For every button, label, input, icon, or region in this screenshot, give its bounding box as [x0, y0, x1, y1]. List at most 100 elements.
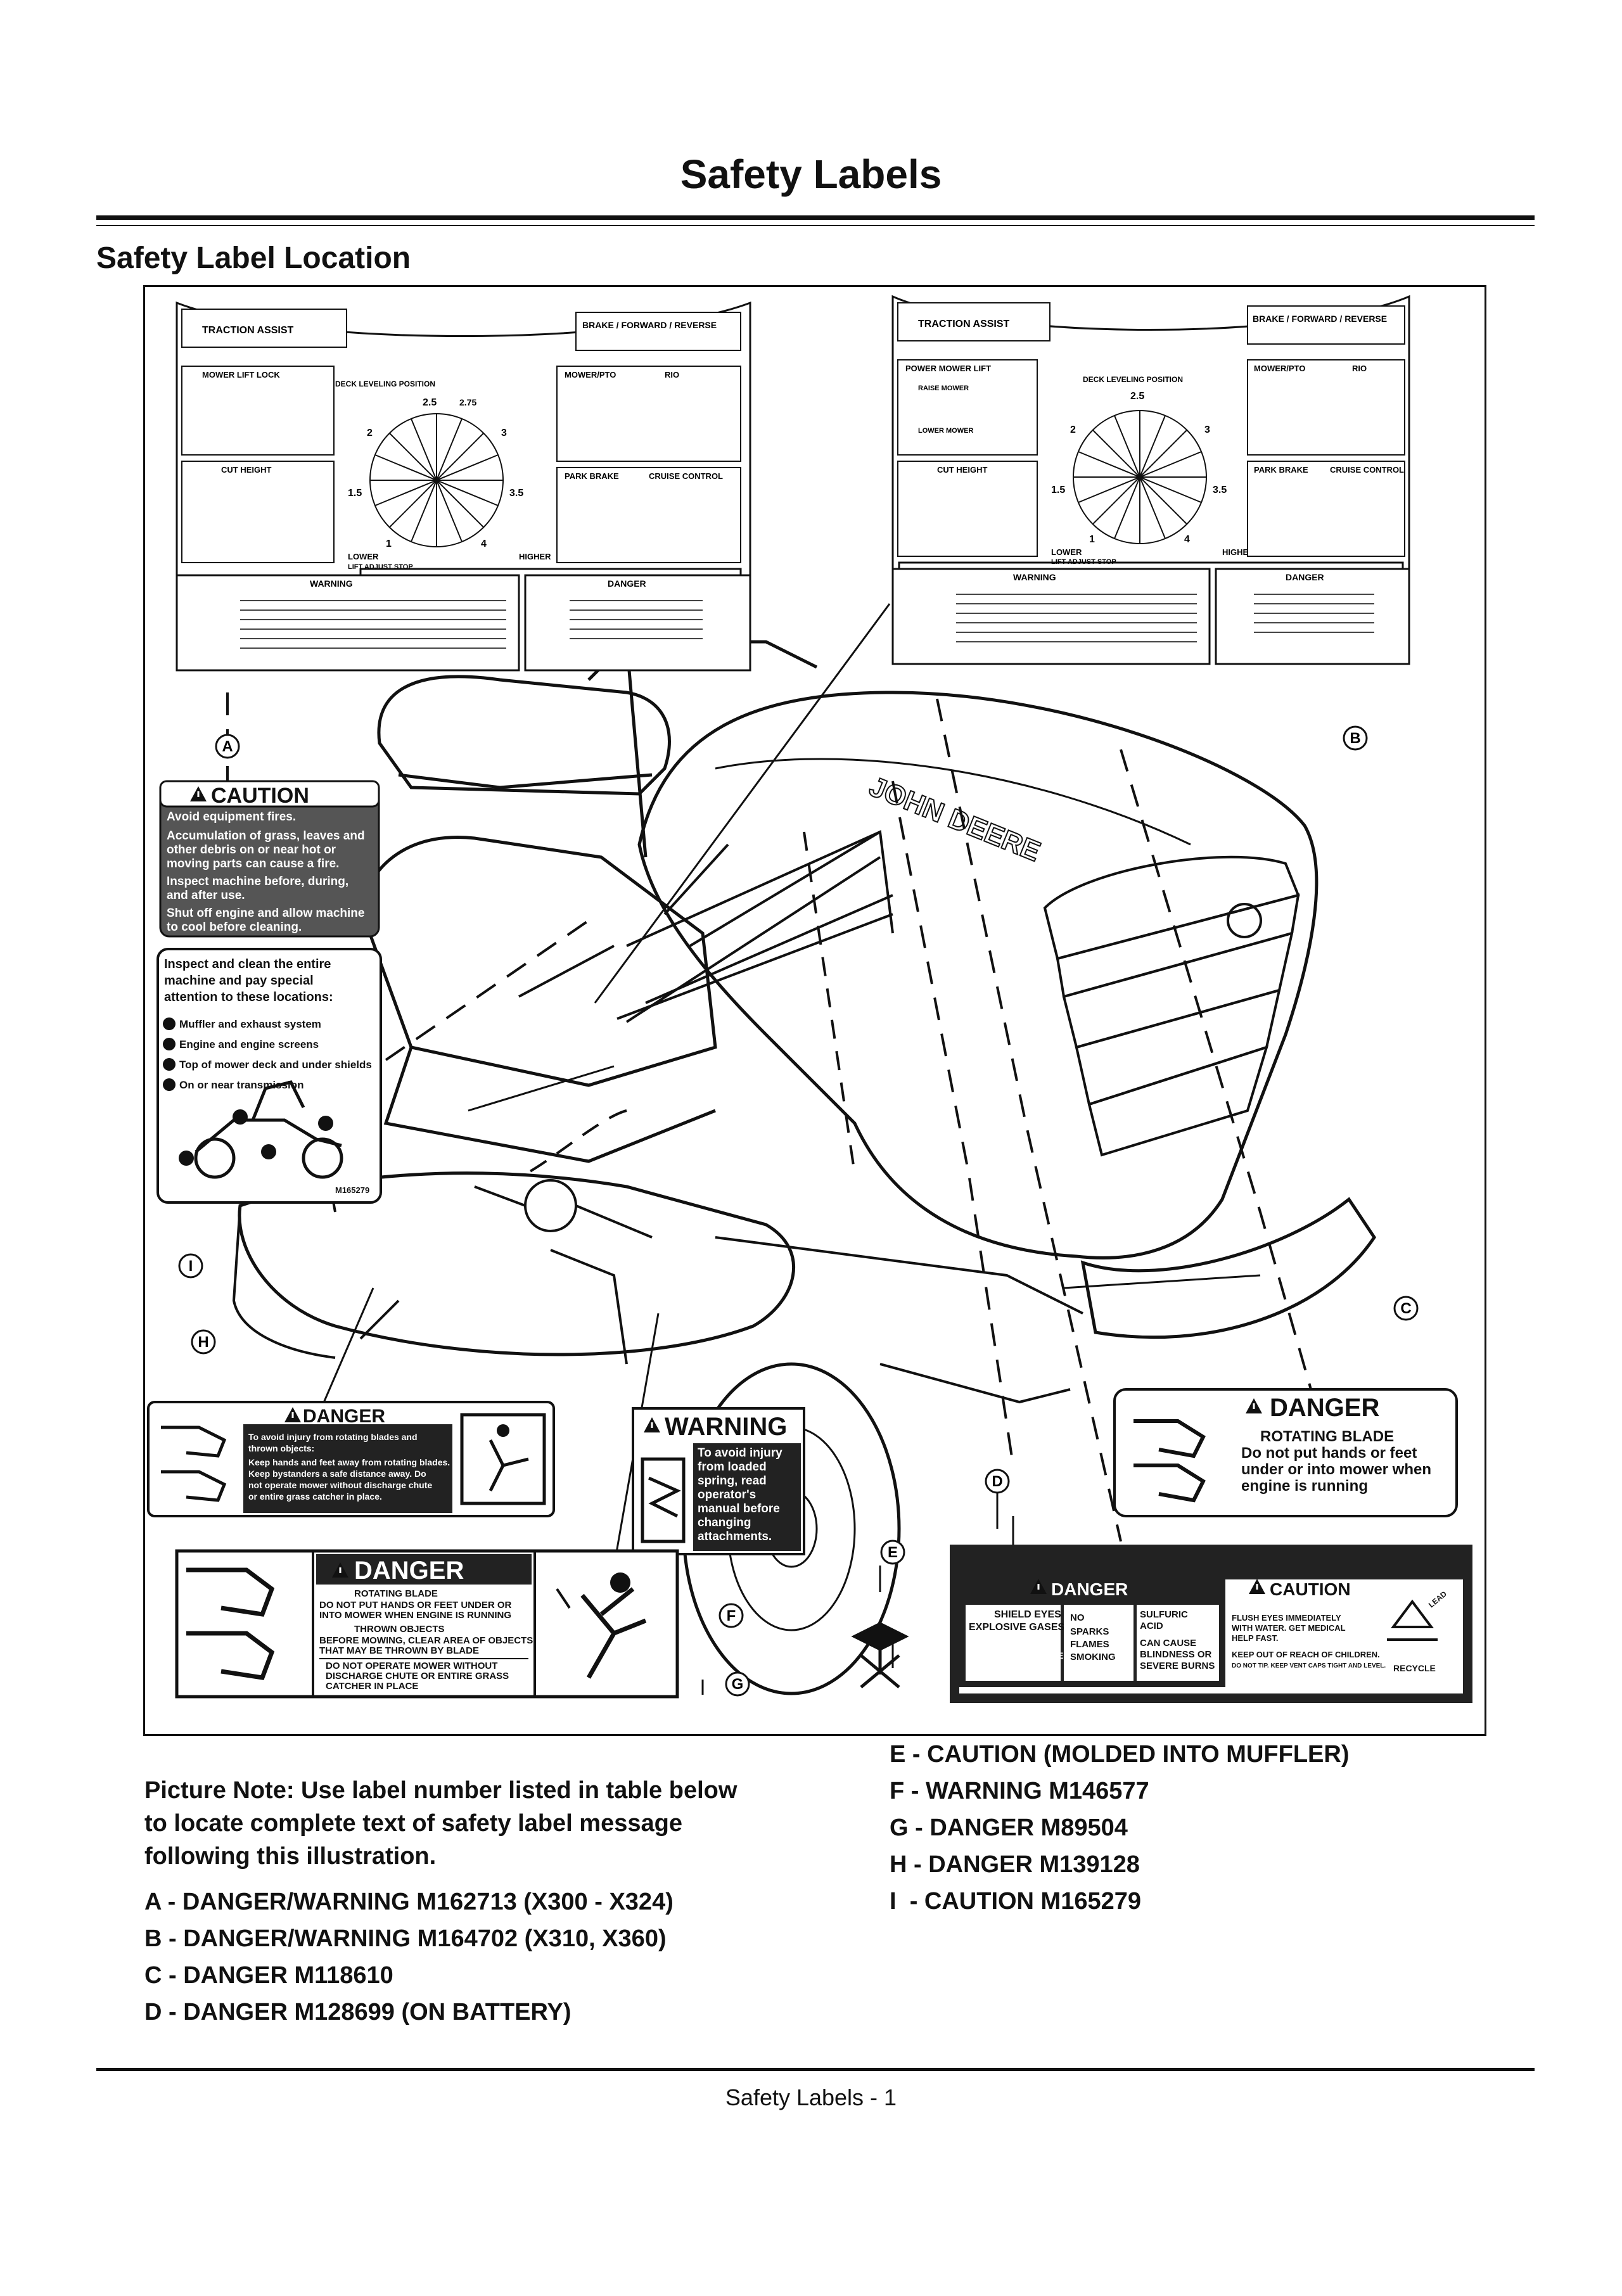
label-g-line-3: INTO MOWER WHEN ENGINE IS RUNNING	[319, 1610, 511, 1621]
panel-a-danger: DANGER	[608, 578, 646, 589]
panel-a-deck-leveling: DECK LEVELING POSITION	[335, 379, 435, 388]
label-f-line-3: spring, read	[698, 1474, 767, 1488]
caution-line-2: Accumulation of grass, leaves and	[167, 829, 365, 843]
panel-a-warning: WARNING	[310, 578, 353, 589]
legend-item-f: F - WARNING M146577	[890, 1778, 1149, 1804]
label-d-col3-4: BLINDNESS OR	[1140, 1649, 1212, 1660]
label-f-line-5: manual before	[698, 1502, 780, 1515]
panel-b-higher: HIGHER	[1222, 547, 1255, 557]
label-d-col3-2: ACID	[1140, 1621, 1163, 1631]
panel-b-dial-1: 1	[1089, 534, 1095, 545]
panel-b-warning: WARNING	[1013, 572, 1056, 582]
title-rule-thin	[96, 225, 1535, 226]
label-d-col2-1: NO	[1070, 1612, 1085, 1623]
label-g-line-8: DISCHARGE CHUTE OR ENTIRE GRASS	[326, 1671, 509, 1681]
legend-item-c: C - DANGER M118610	[144, 1962, 393, 1989]
callout-letters: A B C D E F G H I	[178, 725, 1419, 1697]
label-h-line-1: To avoid injury from rotating blades and	[248, 1432, 418, 1442]
panel-b-cut-height: CUT HEIGHT	[937, 465, 988, 475]
inspect-item-2: Engine and engine screens	[179, 1038, 319, 1050]
label-panel-b: TRACTION ASSIST BRAKE / FORWARD / REVERS…	[891, 295, 1410, 665]
panel-a-header-right: BRAKE / FORWARD / REVERSE	[582, 320, 717, 330]
panel-a-lift-adjust: LIFT ADJUST STOP	[348, 563, 413, 571]
label-d-col2-2: SPARKS	[1070, 1626, 1109, 1637]
inspect-item-1: Muffler and exhaust system	[179, 1018, 321, 1030]
label-g-line-7: DO NOT OPERATE MOWER WITHOUT	[326, 1661, 497, 1671]
panel-a-dial-3-5: 3.5	[509, 488, 523, 499]
picture-note: Picture Note: Use label number listed in…	[144, 1777, 738, 1870]
legend-left: A - DANGER/WARNING M162713 (X300 - X324)…	[144, 1884, 674, 2031]
callout-e: E	[880, 1540, 905, 1565]
label-h: DANGER To avoid injury from rotating bla…	[147, 1401, 555, 1517]
legend-item-b: B - DANGER/WARNING M164702 (X310, X360)	[144, 1925, 667, 1952]
label-h-line-6: or entire grass catcher in place.	[248, 1491, 382, 1502]
caution-label: CAUTION Avoid equipment fires. Accumulat…	[159, 780, 380, 938]
label-d-recycle: RECYCLE	[1393, 1663, 1436, 1673]
recycle-icon	[1387, 1599, 1438, 1641]
label-h-line-5: not operate mower without discharge chut…	[248, 1480, 432, 1490]
label-g-line-5: BEFORE MOWING, CLEAR AREA OF OBJECTS	[319, 1635, 533, 1646]
panel-b-power-mower-lift: POWER MOWER LIFT	[905, 364, 991, 373]
panel-a-dial-4: 4	[481, 539, 487, 549]
label-d-danger: DANGER	[1051, 1579, 1128, 1599]
label-g-line-4: THROWN OBJECTS	[354, 1624, 445, 1635]
panel-b-lower: LOWER	[1051, 547, 1082, 557]
panel-a-mower-lift-lock: MOWER LIFT LOCK	[202, 370, 280, 379]
callout-c: C	[1393, 1296, 1419, 1321]
legend-right: E - CAUTION (MOLDED INTO MUFFLER) F - WA…	[890, 1736, 1349, 1920]
inspect-item-3: Top of mower deck and under shields	[179, 1059, 372, 1071]
label-d-col4-2: WITH WATER. GET MEDICAL	[1232, 1623, 1346, 1633]
label-d-col3-5: SEVERE BURNS	[1140, 1661, 1215, 1671]
callout-i: I	[178, 1253, 203, 1279]
callout-a: A	[215, 734, 240, 759]
caution-line-5: Inspect machine before, during,	[167, 875, 348, 888]
label-f-line-2: from loaded	[698, 1460, 767, 1474]
label-d-col3-1: SULFURIC	[1140, 1609, 1188, 1620]
panel-a-dial-1: 1	[386, 539, 392, 549]
panel-b-cruise-control: CRUISE CONTROL	[1330, 465, 1404, 475]
caution-line-8: to cool before cleaning.	[167, 921, 302, 934]
label-d-col4-5: DO NOT TIP. KEEP VENT CAPS TIGHT AND LEV…	[1232, 1662, 1386, 1669]
panel-a-header-left: TRACTION ASSIST	[202, 325, 294, 336]
muffler-caution-icon	[851, 1622, 909, 1688]
label-f-line-4: operator's	[698, 1488, 756, 1502]
panel-b-dial-3-5: 3.5	[1213, 485, 1227, 495]
caution-heading: CAUTION	[211, 784, 309, 808]
label-f-line-6: changing	[698, 1516, 751, 1529]
caution-line-4: moving parts can cause a fire.	[167, 857, 339, 871]
label-d-col4-3: HELP FAST.	[1232, 1633, 1278, 1643]
panel-b-lift-adjust: LIFT ADJUST STOP	[1051, 558, 1116, 566]
label-d-col2-3: FLAMES	[1070, 1639, 1109, 1650]
legend-item-i: I - CAUTION M165279	[890, 1888, 1142, 1915]
legend-item-e: E - CAUTION (MOLDED INTO MUFFLER)	[890, 1741, 1350, 1768]
panel-b-dial-2-5: 2.5	[1130, 391, 1144, 402]
panel-a-dial-2-5: 2.5	[423, 397, 437, 408]
inspect-line-1: Inspect and clean the entire	[164, 957, 331, 971]
label-c-line-3: under or into mower when	[1241, 1461, 1431, 1478]
inspect-part-number: M165279	[335, 1185, 369, 1195]
label-h-heading: DANGER	[303, 1406, 385, 1427]
callout-d: D	[985, 1469, 1010, 1494]
page-title: Safety Labels	[680, 151, 942, 197]
label-d: DANGER CAUTION SHIELD EYES EXPLOSIVE GAS…	[950, 1545, 1472, 1703]
label-d-col1-1: SHIELD EYES	[994, 1609, 1061, 1620]
section-title: Safety Label Location	[96, 241, 411, 275]
panel-b-dial-4: 4	[1184, 534, 1190, 545]
label-c-line-1: ROTATING BLADE	[1260, 1428, 1394, 1445]
label-g-line-2: DO NOT PUT HANDS OR FEET UNDER OR	[319, 1600, 512, 1610]
label-d-col1-2: EXPLOSIVE GASES	[969, 1622, 1064, 1633]
label-g-line-6: THAT MAY BE THROWN BY BLADE	[319, 1645, 479, 1656]
safety-label-illustration: JOHN DEERE	[143, 285, 1486, 1736]
callout-b: B	[1343, 725, 1368, 751]
panel-b-danger: DANGER	[1286, 572, 1324, 582]
label-d-caution: CAUTION	[1270, 1579, 1351, 1599]
inspect-line-3: attention to these locations:	[164, 990, 333, 1004]
panel-a-dial-3: 3	[501, 428, 507, 438]
panel-a-cruise-control: CRUISE CONTROL	[649, 471, 723, 481]
label-d-col4-1: FLUSH EYES IMMEDIATELY	[1232, 1613, 1341, 1623]
legend-item-g: G - DANGER M89504	[890, 1814, 1128, 1841]
label-d-col3-3: CAN CAUSE	[1140, 1638, 1196, 1649]
label-g: DANGER ROTATING BLADE DO NOT PUT HANDS O…	[175, 1549, 679, 1699]
panel-a-dial-1-5: 1.5	[348, 488, 362, 499]
label-panel-a: TRACTION ASSIST BRAKE / FORWARD / REVERS…	[176, 301, 751, 672]
